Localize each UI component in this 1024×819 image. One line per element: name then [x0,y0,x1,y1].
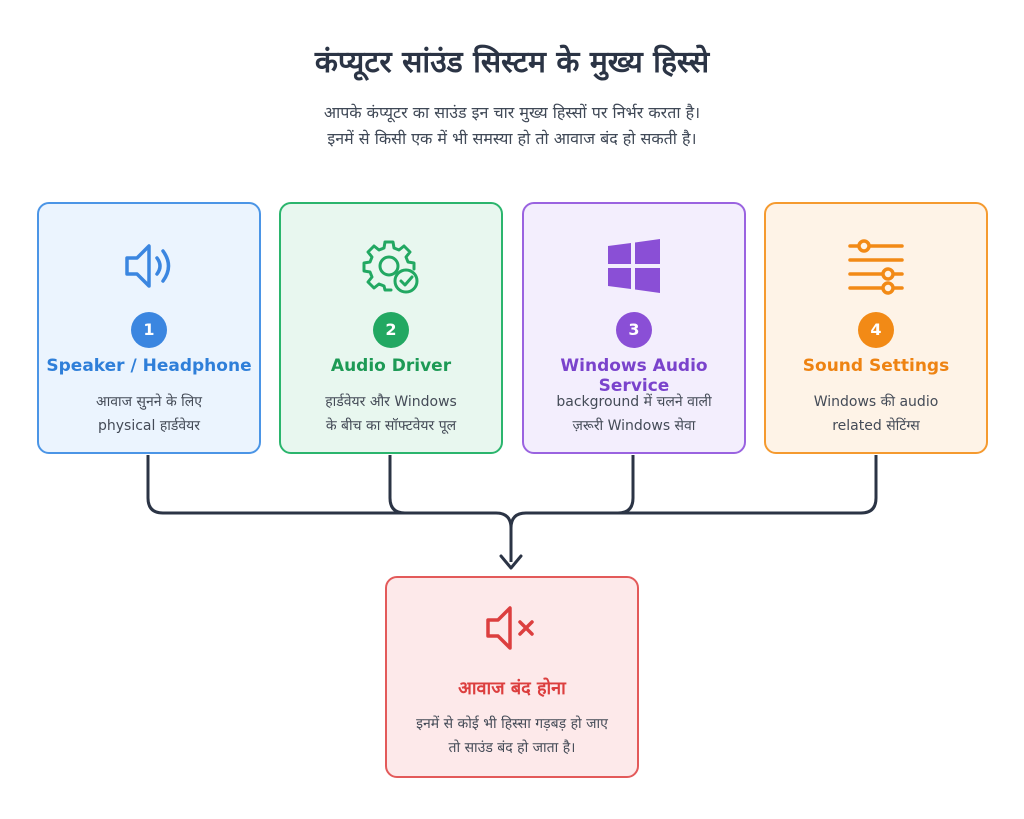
connector-service [509,455,635,529]
windows-logo-icon [608,239,660,293]
card-audio-driver: 2 Audio Driver हार्डवेयर और Windows के ब… [279,202,503,454]
subtitle-line-2: इनमें से किसी एक में भी समस्या हो तो आवा… [327,129,697,148]
connector-driver [388,455,496,515]
arrow-head [499,554,523,570]
result-desc-line-1: इनमें से कोई भी हिस्सा गड़बड़ हो जाए [416,716,608,732]
card-title: Audio Driver [330,356,452,376]
page-subtitle: आपके कंप्यूटर का साउंड इन चार मुख्य हिस्… [0,100,1024,152]
step-number-badge: 4 [858,312,894,348]
card-desc-line-1: आवाज सुनने के लिए [95,394,203,410]
result-description: इनमें से कोई भी हिस्सा गड़बड़ हो जाए तो … [397,712,627,760]
card-description: Windows की audio related सेटिंग्स [776,390,976,438]
card-title: Speaker / Headphone [46,356,252,376]
card-desc-line-1: Windows की audio [813,394,939,410]
step-number-badge: 3 [616,312,652,348]
connector-speaker [146,455,513,562]
card-description: हार्डवेयर और Windows के बीच का सॉफ्टवेयर… [291,390,491,438]
subtitle-line-1: आपके कंप्यूटर का साउंड इन चार मुख्य हिस्… [323,103,701,122]
speaker-muted-icon [486,606,534,650]
card-windows-audio-service: 3 Windows Audio Service background में च… [522,202,746,454]
result-title: आवाज बंद होना [458,678,566,699]
card-desc-line-2: related सेटिंग्स [832,418,920,434]
card-desc-line-2: ज़रूरी Windows सेवा [572,418,696,434]
card-desc-line-2: के बीच का सॉफ्टवेयर पूल [325,418,457,434]
card-title: Sound Settings [802,356,950,376]
sliders-icon [848,239,904,295]
card-description: background में चलने वाली ज़रूरी Windows … [534,390,734,438]
connector-settings [526,455,878,515]
card-desc-line-2: physical हार्डवेयर [97,418,201,434]
card-title: Windows Audio Service [560,356,708,396]
card-description: आवाज सुनने के लिए physical हार्डवेयर [49,390,249,438]
result-sound-off: आवाज बंद होना इनमें से कोई भी हिस्सा गड़… [385,576,639,778]
card-desc-line-1: background में चलने वाली [556,394,712,410]
card-sound-settings: 4 Sound Settings Windows की audio relate… [764,202,988,454]
step-number-badge: 2 [373,312,409,348]
result-desc-line-2: तो साउंड बंद हो जाता है। [448,740,576,756]
speaker-icon [125,244,171,288]
step-number-badge: 1 [131,312,167,348]
gear-check-icon [362,240,419,294]
page-title: कंप्यूटर सांउंड सिस्टम के मुख्य हिस्से [314,45,710,80]
card-desc-line-1: हार्डवेयर और Windows [325,394,457,410]
card-speaker-headphone: 1 Speaker / Headphone आवाज सुनने के लिए … [37,202,261,454]
